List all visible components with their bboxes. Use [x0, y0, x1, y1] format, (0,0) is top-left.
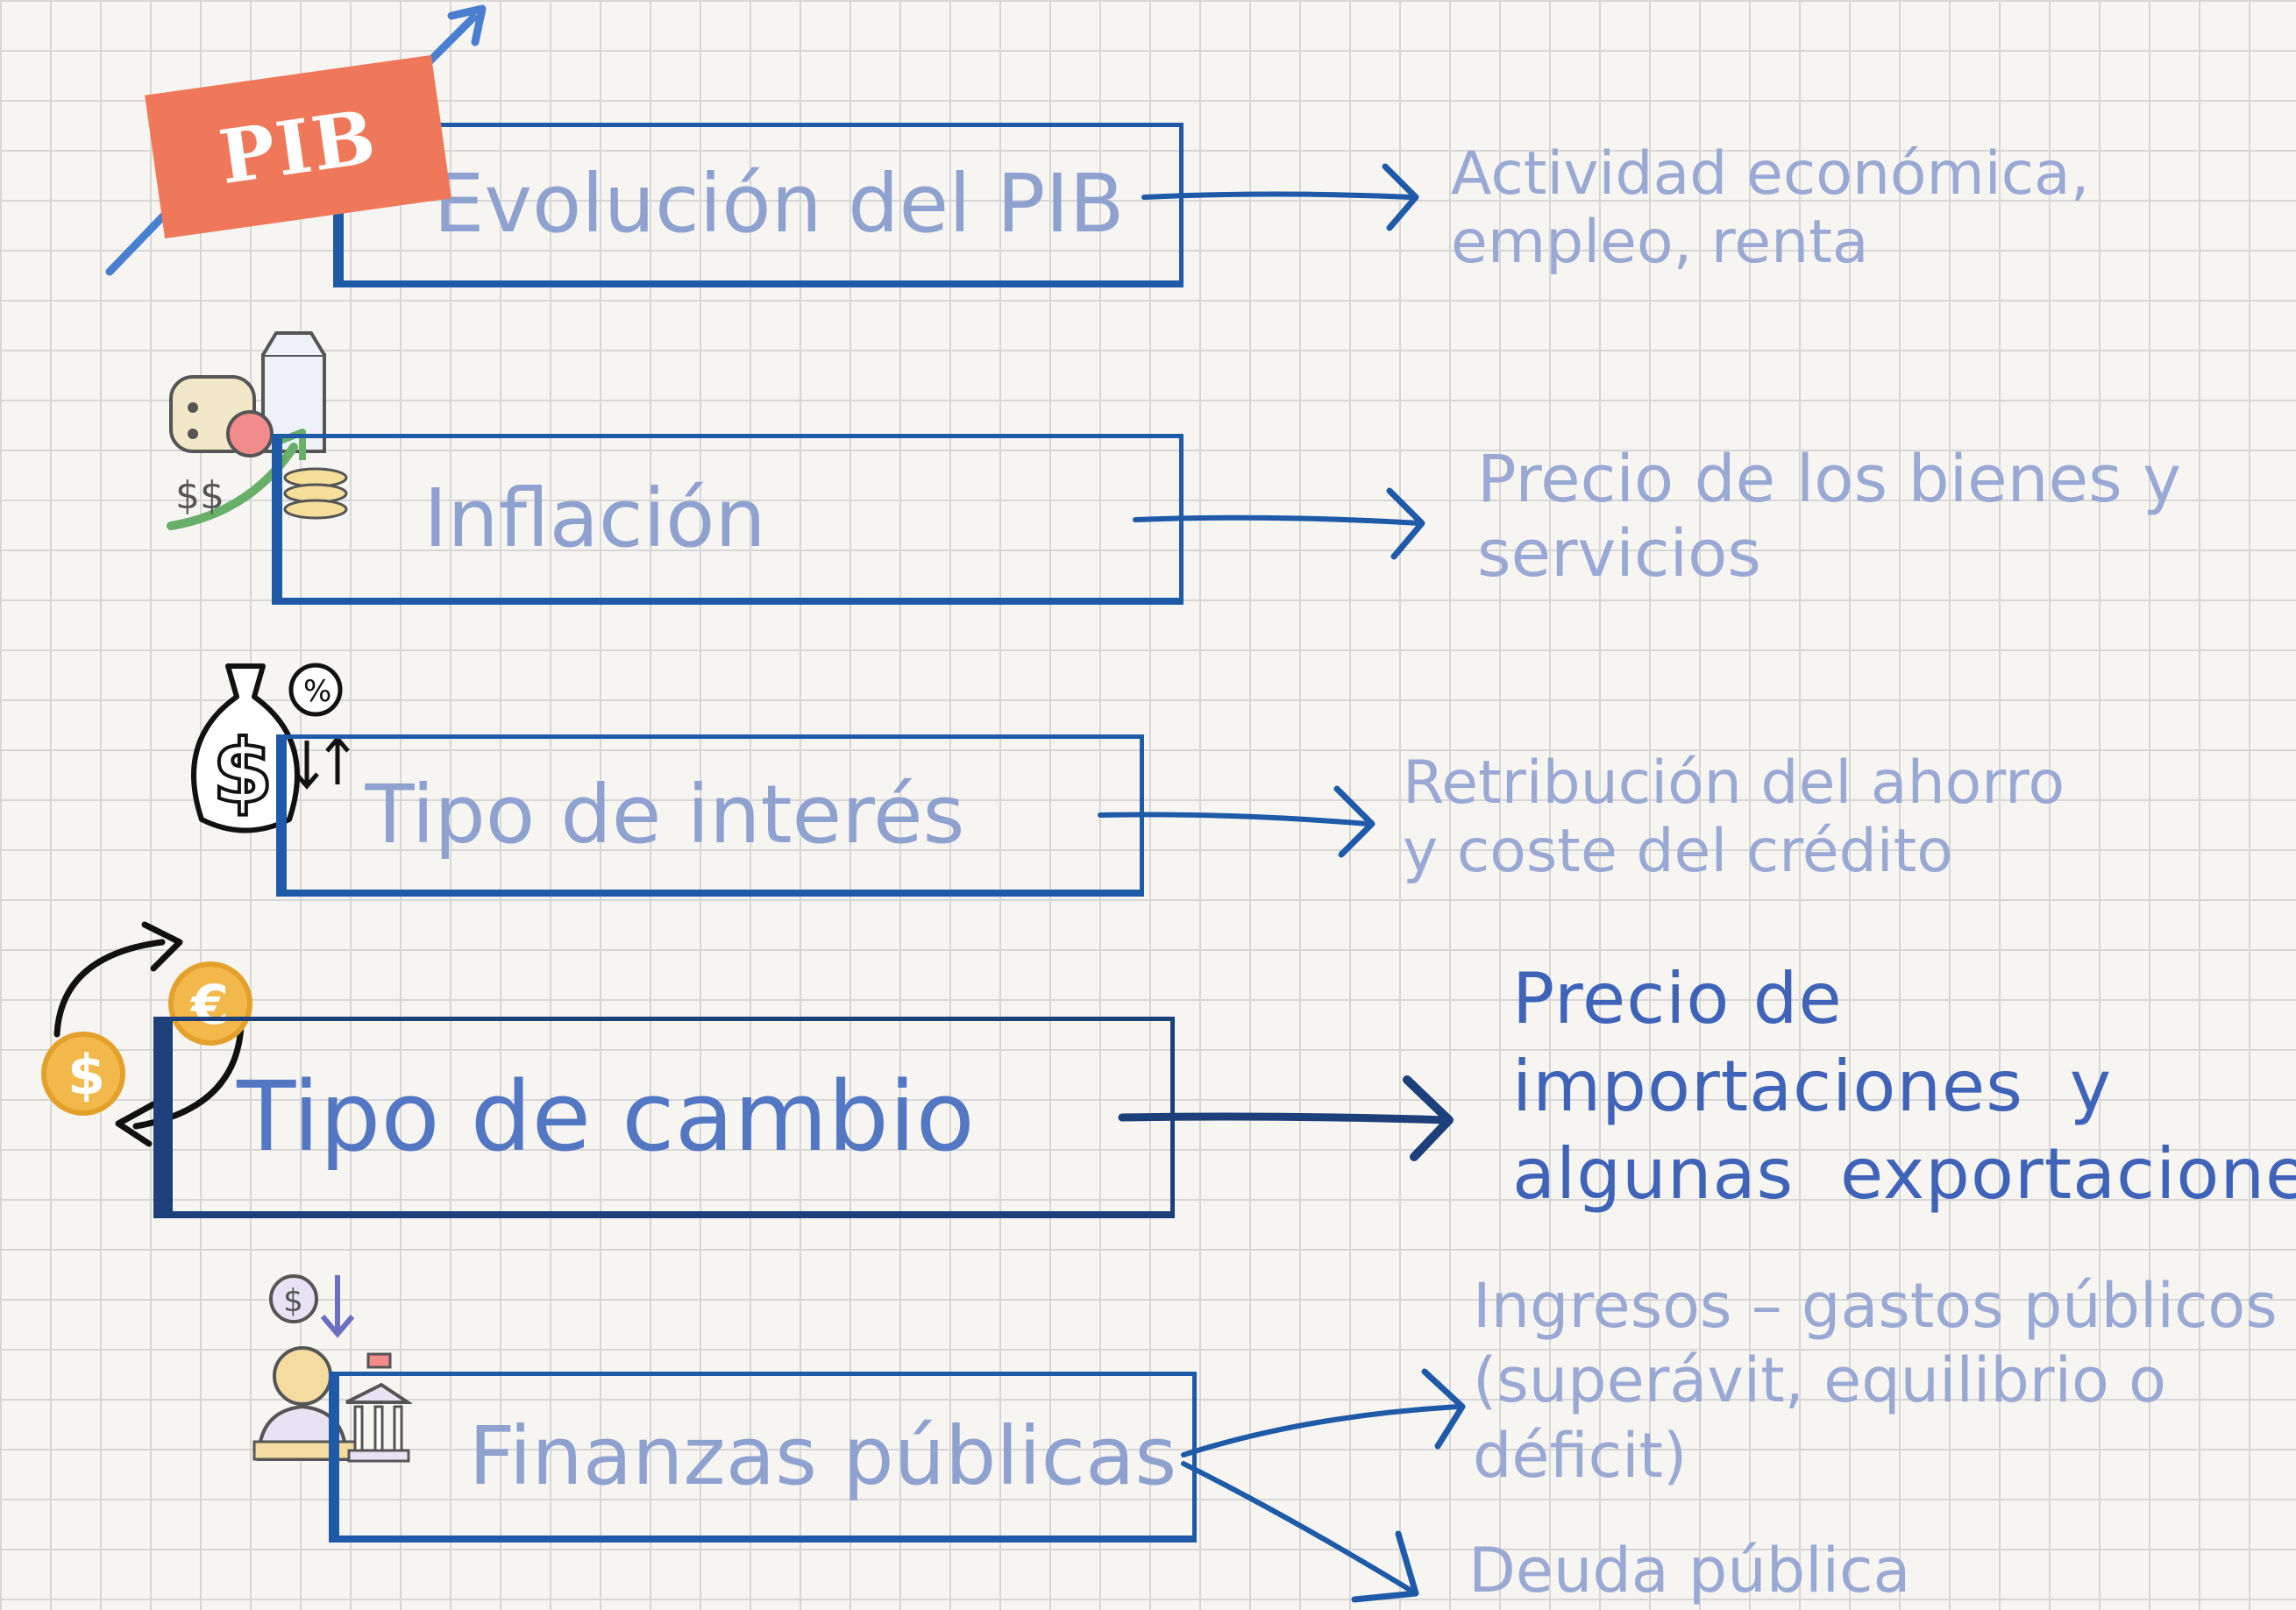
arrow-down-right-icon	[1181, 1461, 1419, 1603]
description-line: empleo, renta	[1451, 208, 1869, 278]
currency-exchange-icon: € $	[41, 921, 252, 1147]
description-line: Precio de	[1512, 958, 1843, 1039]
indicator-description-finanzas: Ingresos – gastos públicos (superávit, e…	[1473, 1269, 2278, 1493]
indicator-description-cambio: Precio de importaciones y algunas export…	[1512, 955, 2296, 1218]
description-line: Precio de los bienes y	[1477, 442, 2181, 517]
svg-text:$$: $$	[175, 473, 224, 518]
indicator-box-inflacion: Inflación	[272, 434, 1184, 605]
indicator-description-inflacion: Precio de los bienes y servicios	[1477, 442, 2181, 592]
svg-text:€: €	[189, 973, 229, 1037]
indicator-label-finanzas: Finanzas públicas	[468, 1408, 1177, 1503]
arrow-right-icon	[1133, 487, 1425, 560]
indicator-label-inflacion: Inflación	[423, 471, 766, 565]
arrow-right-icon	[1118, 1075, 1454, 1161]
indicator-description-deuda: Deuda pública	[1468, 1536, 1910, 1606]
money-bag-percent-icon: $ %	[191, 663, 350, 833]
description-line: importaciones y	[1512, 1046, 2113, 1127]
indicator-box-interes: Tipo de interés	[276, 734, 1144, 897]
indicator-label-cambio: Tipo de cambio	[237, 1060, 975, 1173]
description-line: algunas exportaciones	[1512, 1133, 2296, 1215]
public-finance-icon: $	[252, 1274, 412, 1463]
indicator-box-cambio: Tipo de cambio	[153, 1017, 1175, 1218]
svg-text:$: $	[212, 720, 274, 823]
indicator-description-pib: Actividad económica, empleo, renta	[1451, 139, 2090, 278]
indicator-label-pib: Evolución del PIB	[433, 157, 1125, 251]
indicator-box-finanzas: Finanzas públicas	[329, 1372, 1197, 1543]
description-line: Ingresos – gastos públicos	[1473, 1270, 2278, 1342]
description-line: déficit)	[1473, 1419, 1688, 1492]
groceries-price-icon: $$	[167, 331, 348, 530]
indicator-label-interes: Tipo de interés	[365, 767, 965, 862]
svg-text:$: $	[68, 1043, 105, 1107]
svg-text:$: $	[283, 1283, 303, 1319]
description-line: Retribución del ahorro	[1403, 748, 2065, 818]
description-line: Actividad económica,	[1451, 139, 2090, 209]
indicator-description-interes: Retribución del ahorro y coste del crédi…	[1403, 748, 2065, 887]
svg-text:%: %	[303, 674, 331, 709]
pib-badge-label: PIB	[214, 92, 382, 202]
arrow-right-icon	[1141, 163, 1419, 231]
description-line: Deuda pública	[1468, 1535, 1911, 1606]
arrow-right-icon	[1098, 785, 1375, 858]
description-line: servicios	[1477, 516, 1761, 592]
description-line: (superávit, equilibrio o	[1473, 1344, 2166, 1417]
arrow-right-icon	[1181, 1368, 1466, 1458]
indicator-box-pib: Evolución del PIB	[333, 123, 1184, 287]
description-line: y coste del crédito	[1403, 817, 1953, 887]
